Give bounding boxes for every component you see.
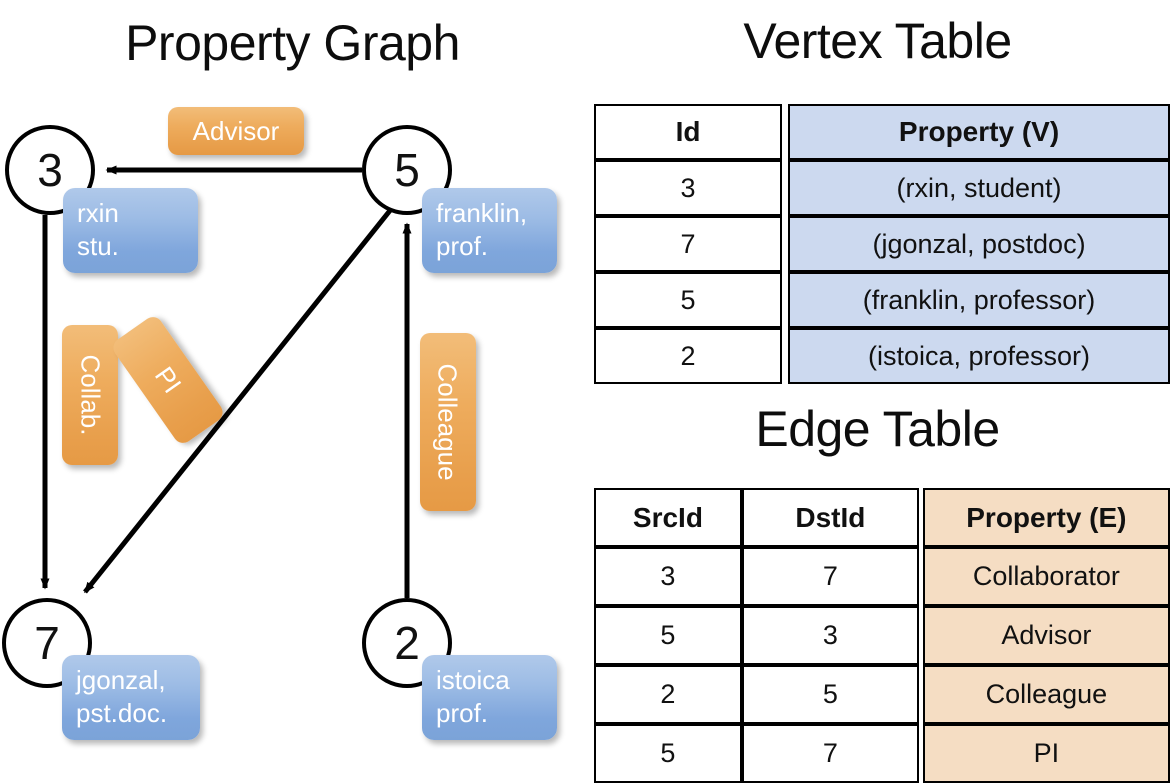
vertex-property-callout-franklin: franklin, prof.: [422, 188, 557, 273]
edge-table-column-gap: [918, 724, 923, 783]
table-row[interactable]: 5 (franklin, professor): [594, 272, 1170, 328]
edge-row-3-src: 5: [594, 724, 742, 783]
vertex-row-1-id: 7: [594, 216, 783, 272]
graph-edges-layer: [40, 165, 412, 598]
node-5-label: 5: [394, 144, 420, 196]
vertex-property-callout-istoica: istoica prof.: [422, 655, 557, 740]
page-title-edge-table: Edge Table: [755, 401, 1000, 457]
edge-property-collab-label: Collab.: [75, 354, 105, 436]
vertex-row-3-property: (istoica, professor): [788, 328, 1170, 384]
node-5[interactable]: 5: [362, 125, 452, 215]
edge-property-callout-colleague: Colleague: [420, 333, 476, 511]
vertex-property-callout-jgonzal: jgonzal, pst.doc.: [62, 655, 200, 740]
edge-property-callout-collab: Collab.: [62, 325, 118, 465]
page-title-vertex-table: Vertex Table: [743, 13, 1012, 69]
vertex-property-callout-rxin: rxin stu.: [63, 188, 198, 273]
vertex-property-rxin-line1: rxin: [77, 198, 119, 228]
table-row[interactable]: 3 7 Collaborator: [594, 547, 1170, 606]
table-row[interactable]: 2 (istoica, professor): [594, 328, 1170, 384]
vertex-property-franklin-line1: franklin,: [436, 198, 528, 228]
vertex-table-column-gap: [782, 160, 789, 216]
edge-table-column-gap: [918, 488, 923, 547]
edge-property-callout-advisor: Advisor: [168, 107, 304, 155]
vertex-table-column-gap: [782, 216, 789, 272]
vertex-table-column-gap: [782, 328, 789, 384]
vertex-table: Id Property (V) 3 (rxin, student) 7 (jgo…: [594, 104, 1170, 384]
table-row[interactable]: 5 3 Advisor: [594, 606, 1170, 665]
edge-row-0-dst: 7: [741, 547, 919, 606]
vertex-property-franklin-line2: prof.: [436, 231, 489, 262]
vertex-table-column-gap: [782, 272, 789, 328]
vertex-row-2-id: 5: [594, 272, 783, 328]
edge-table: SrcId DstId Property (E) 3 7 Collaborato…: [594, 488, 1170, 783]
edge-property-pi-label: PI: [148, 361, 188, 399]
vertex-table-header-property: Property (V): [788, 104, 1170, 160]
edge-row-0-src: 3: [594, 547, 742, 606]
vertex-row-2-property: (franklin, professor): [788, 272, 1170, 328]
edge-property-advisor-label: Advisor: [192, 116, 280, 146]
vertex-property-rxin-line2: stu.: [77, 231, 119, 262]
vertex-row-0-id: 3: [594, 160, 783, 216]
page-title-property-graph: Property Graph: [125, 15, 460, 71]
edge-table-header-row: SrcId DstId Property (E): [594, 488, 1170, 547]
edge-row-1-src: 5: [594, 606, 742, 665]
node-2[interactable]: 2: [362, 598, 452, 688]
vertex-property-jgonzal-line2: pst.doc.: [76, 698, 168, 729]
node-2-label: 2: [394, 617, 420, 669]
vertex-property-istoica-line2: prof.: [436, 698, 489, 729]
node-7-label: 7: [34, 617, 60, 669]
graph-edge-pi-5-to-7: [83, 206, 394, 594]
edge-row-3-dst: 7: [741, 724, 919, 783]
edge-table-column-gap: [918, 665, 923, 724]
edge-table-header-property: Property (E): [922, 488, 1170, 547]
vertex-table-header-id: Id: [594, 104, 783, 160]
edge-row-3-property: PI: [922, 724, 1170, 783]
vertex-row-0-property: (rxin, student): [788, 160, 1170, 216]
vertex-property-istoica-line1: istoica: [436, 665, 510, 695]
edge-row-2-property: Colleague: [922, 665, 1170, 724]
table-row[interactable]: 7 (jgonzal, postdoc): [594, 216, 1170, 272]
vertex-row-1-property: (jgonzal, postdoc): [788, 216, 1170, 272]
vertex-row-3-id: 2: [594, 328, 783, 384]
edge-table-header-dstid: DstId: [741, 488, 919, 547]
vertex-table-header-row: Id Property (V): [594, 104, 1170, 160]
edge-row-1-dst: 3: [741, 606, 919, 665]
edge-row-0-property: Collaborator: [922, 547, 1170, 606]
edge-table-column-gap: [918, 606, 923, 665]
edge-row-2-src: 2: [594, 665, 742, 724]
table-row[interactable]: 3 (rxin, student): [594, 160, 1170, 216]
edge-property-colleague-label: Colleague: [433, 363, 463, 481]
vertex-table-column-gap: [782, 104, 789, 160]
edge-table-header-srcid: SrcId: [594, 488, 742, 547]
table-row[interactable]: 5 7 PI: [594, 724, 1170, 783]
table-row[interactable]: 2 5 Colleague: [594, 665, 1170, 724]
edge-table-column-gap: [918, 547, 923, 606]
property-graph-diagram: 3 5 7 2 rxin stu. franklin, prof. jgonza…: [0, 0, 585, 760]
vertex-property-jgonzal-line1: jgonzal,: [76, 665, 166, 695]
edge-row-2-dst: 5: [741, 665, 919, 724]
edge-row-1-property: Advisor: [922, 606, 1170, 665]
node-3-label: 3: [37, 144, 63, 196]
